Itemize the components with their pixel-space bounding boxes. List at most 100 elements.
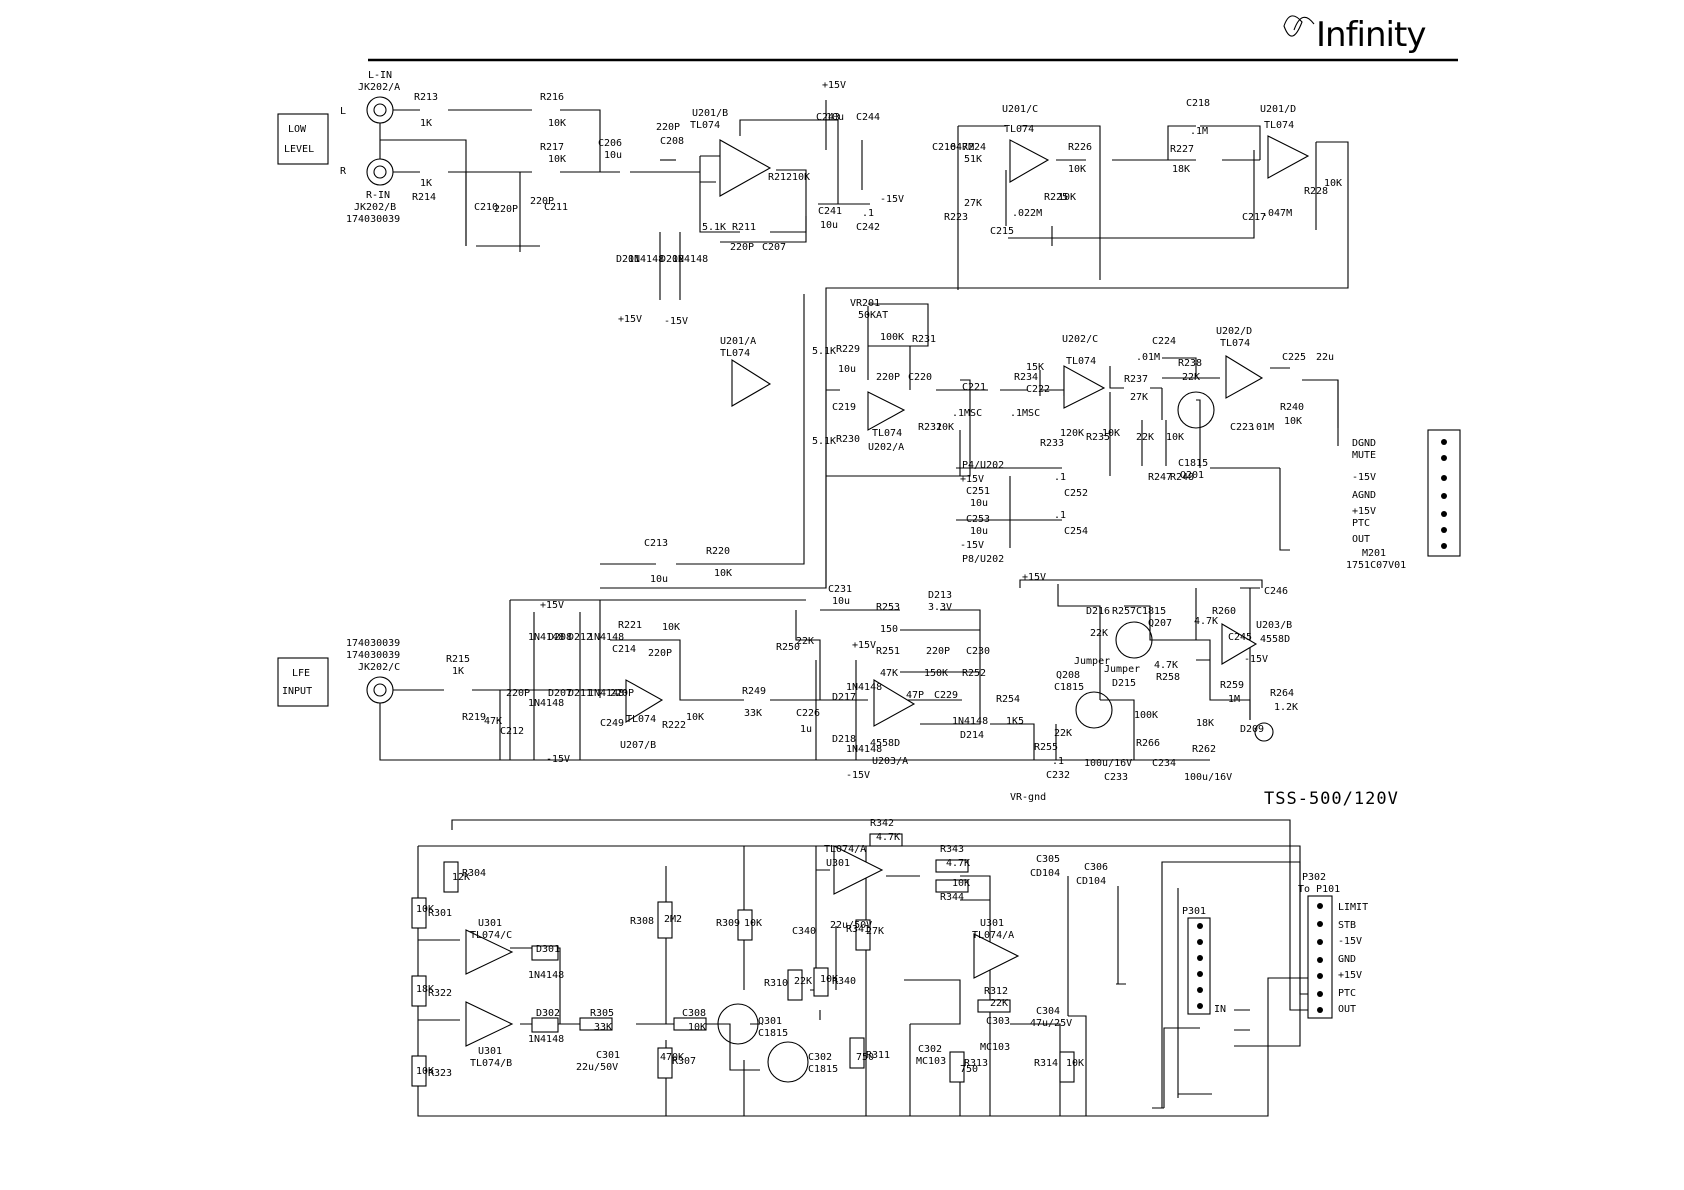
component-label: R230: [836, 434, 860, 445]
component-label: R229: [836, 344, 860, 355]
component-label: R341: [846, 924, 870, 935]
component-label: R215: [446, 654, 470, 665]
component-label: Q207: [1148, 618, 1172, 629]
component-label: C214: [612, 644, 636, 655]
component-label: 10K: [1324, 178, 1342, 189]
component-label: 50KAT: [858, 310, 888, 321]
svg-text:LEVEL: LEVEL: [284, 144, 314, 155]
component-label: 1N4148: [672, 254, 708, 265]
opamp-u301c: [465, 929, 514, 975]
component-label: R262: [1192, 744, 1216, 755]
component-label: 10K: [714, 568, 732, 579]
p302-pin-dot: [1317, 921, 1323, 927]
p301-title: P301: [1182, 906, 1206, 917]
component-label: D213: [928, 590, 952, 601]
low-level-box: LOW LEVEL: [277, 113, 329, 165]
component-labels: R2131KR21610KR21710K1KR214C210220P220PC2…: [346, 80, 1342, 1079]
opamp-u201b: [719, 139, 772, 197]
component-label: D201: [616, 254, 640, 265]
component-label: .047M: [1262, 208, 1292, 219]
component-label: R219: [462, 712, 486, 723]
p302-pin-dot: [1317, 973, 1323, 979]
component-label: 15K: [1026, 362, 1044, 373]
m201-pin-dot: [1441, 527, 1447, 533]
jk-b-label: JK202/B: [354, 202, 396, 213]
component-label: R252: [962, 668, 986, 679]
component-label: C244: [856, 112, 880, 123]
component-label: 10K: [1166, 432, 1184, 443]
p302-pin-dot: [1317, 939, 1323, 945]
component-label: 2M2: [664, 914, 682, 925]
component-label: C220: [908, 372, 932, 383]
component-label: U201/C: [1002, 104, 1038, 115]
component-label: 220P: [656, 122, 680, 133]
component-label: U202/A: [868, 442, 904, 453]
p301-pin-dot: [1197, 1003, 1203, 1009]
component-label: R312: [984, 986, 1008, 997]
component-label: C232: [1046, 770, 1070, 781]
component-label: TL074/A: [824, 844, 866, 855]
component-label: R260: [1212, 606, 1236, 617]
component-label: C302: [808, 1052, 832, 1063]
component-label: +15V: [618, 314, 642, 325]
component-label: 1M: [1228, 694, 1240, 705]
component-label: TL074: [872, 428, 902, 439]
p302-pin-dot: [1317, 957, 1323, 963]
component-label: C226: [796, 708, 820, 719]
component-label: 22K: [1136, 432, 1154, 443]
part-number-2: 174030039: [346, 650, 400, 661]
component-label: D216: [1086, 606, 1110, 617]
component-label: R305: [590, 1008, 614, 1019]
component-label: 12K: [452, 872, 470, 883]
component-label: D202: [660, 254, 684, 265]
component-label: .022M: [1012, 208, 1042, 219]
component-label: U301: [478, 918, 502, 929]
component-label: 1N4148: [588, 632, 624, 643]
component-label: 47P: [906, 690, 924, 701]
component-label: 10K: [1068, 164, 1086, 175]
component-label: C1815: [758, 1028, 788, 1039]
m201-pin-dot: [1441, 439, 1447, 445]
m201-pin: OUT: [1352, 534, 1370, 545]
component-label: R310: [764, 978, 788, 989]
component-label: C217: [1242, 212, 1266, 223]
component-label: 4.7K: [876, 832, 900, 843]
component-label: C206: [598, 138, 622, 149]
component-label: 33K: [594, 1022, 612, 1033]
opamp-u202c: [1063, 365, 1106, 409]
m201-pin-dot: [1441, 543, 1447, 549]
component-label: C340: [792, 926, 816, 937]
component-label: D212: [568, 632, 592, 643]
component-label: .01M: [1136, 352, 1160, 363]
rca-jack-r: [366, 158, 394, 186]
component-label: R228: [1304, 186, 1328, 197]
component-label: R307: [672, 1056, 696, 1067]
component-label: C224: [1152, 336, 1176, 347]
component-label: 10u: [826, 112, 844, 123]
component-label: R224: [962, 142, 986, 153]
component-label: 5.1K: [812, 436, 836, 447]
right-mark: R: [340, 166, 347, 177]
component-label: 22K: [794, 976, 812, 987]
component-label: 51K: [964, 154, 982, 165]
component-label: 22u/50V: [576, 1062, 618, 1073]
component-label: R216: [540, 92, 564, 103]
component-label: .1: [1052, 756, 1064, 767]
component-label: R259: [1220, 680, 1244, 691]
component-label: U207/B: [620, 740, 656, 751]
p301-pin-dot: [1197, 987, 1203, 993]
component-label: 10K: [662, 622, 680, 633]
component-label: -15V: [546, 754, 570, 765]
m201-code: 1751C07V01: [1346, 560, 1406, 571]
transistor-q301: [717, 1003, 759, 1045]
component-label: D215: [1112, 678, 1136, 689]
jk-a-label: JK202/A: [358, 82, 400, 93]
opamp-u201a: [731, 359, 772, 407]
component-label: C218: [1186, 98, 1210, 109]
component-label: TL074: [1220, 338, 1250, 349]
component-label: C253: [966, 514, 990, 525]
component-label: R240: [1280, 402, 1304, 413]
component-label: R235: [1086, 432, 1110, 443]
component-label: 100u/16V: [1084, 758, 1132, 769]
component-label: D207: [548, 688, 572, 699]
